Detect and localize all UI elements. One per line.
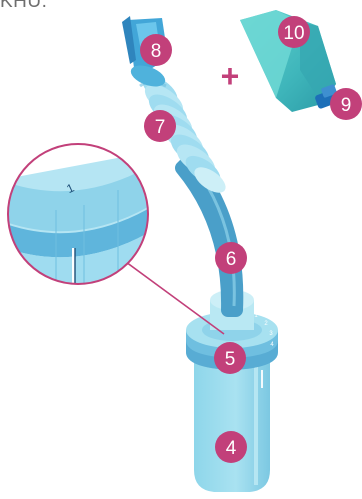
zoom-content: 1 — [0, 140, 160, 300]
badge-10: 10 — [278, 16, 310, 48]
plus-sign: + — [221, 58, 240, 94]
badge-label: 5 — [225, 349, 236, 370]
leader-line — [126, 262, 224, 334]
badge-6: 6 — [215, 242, 247, 274]
badge-9: 9 — [330, 88, 362, 120]
badge-label: 10 — [283, 23, 304, 44]
badge-label: 9 — [341, 95, 352, 116]
badge-label: 6 — [226, 249, 237, 270]
badge-label: 4 — [226, 438, 237, 459]
badge-label: 7 — [155, 117, 166, 138]
badge-label: 8 — [151, 41, 162, 62]
badge-4: 4 — [215, 431, 247, 463]
badge-7: 7 — [144, 110, 176, 142]
badge-5: 5 — [214, 342, 246, 374]
badge-8: 8 — [140, 34, 172, 66]
bottle-fill-mark — [261, 370, 263, 388]
